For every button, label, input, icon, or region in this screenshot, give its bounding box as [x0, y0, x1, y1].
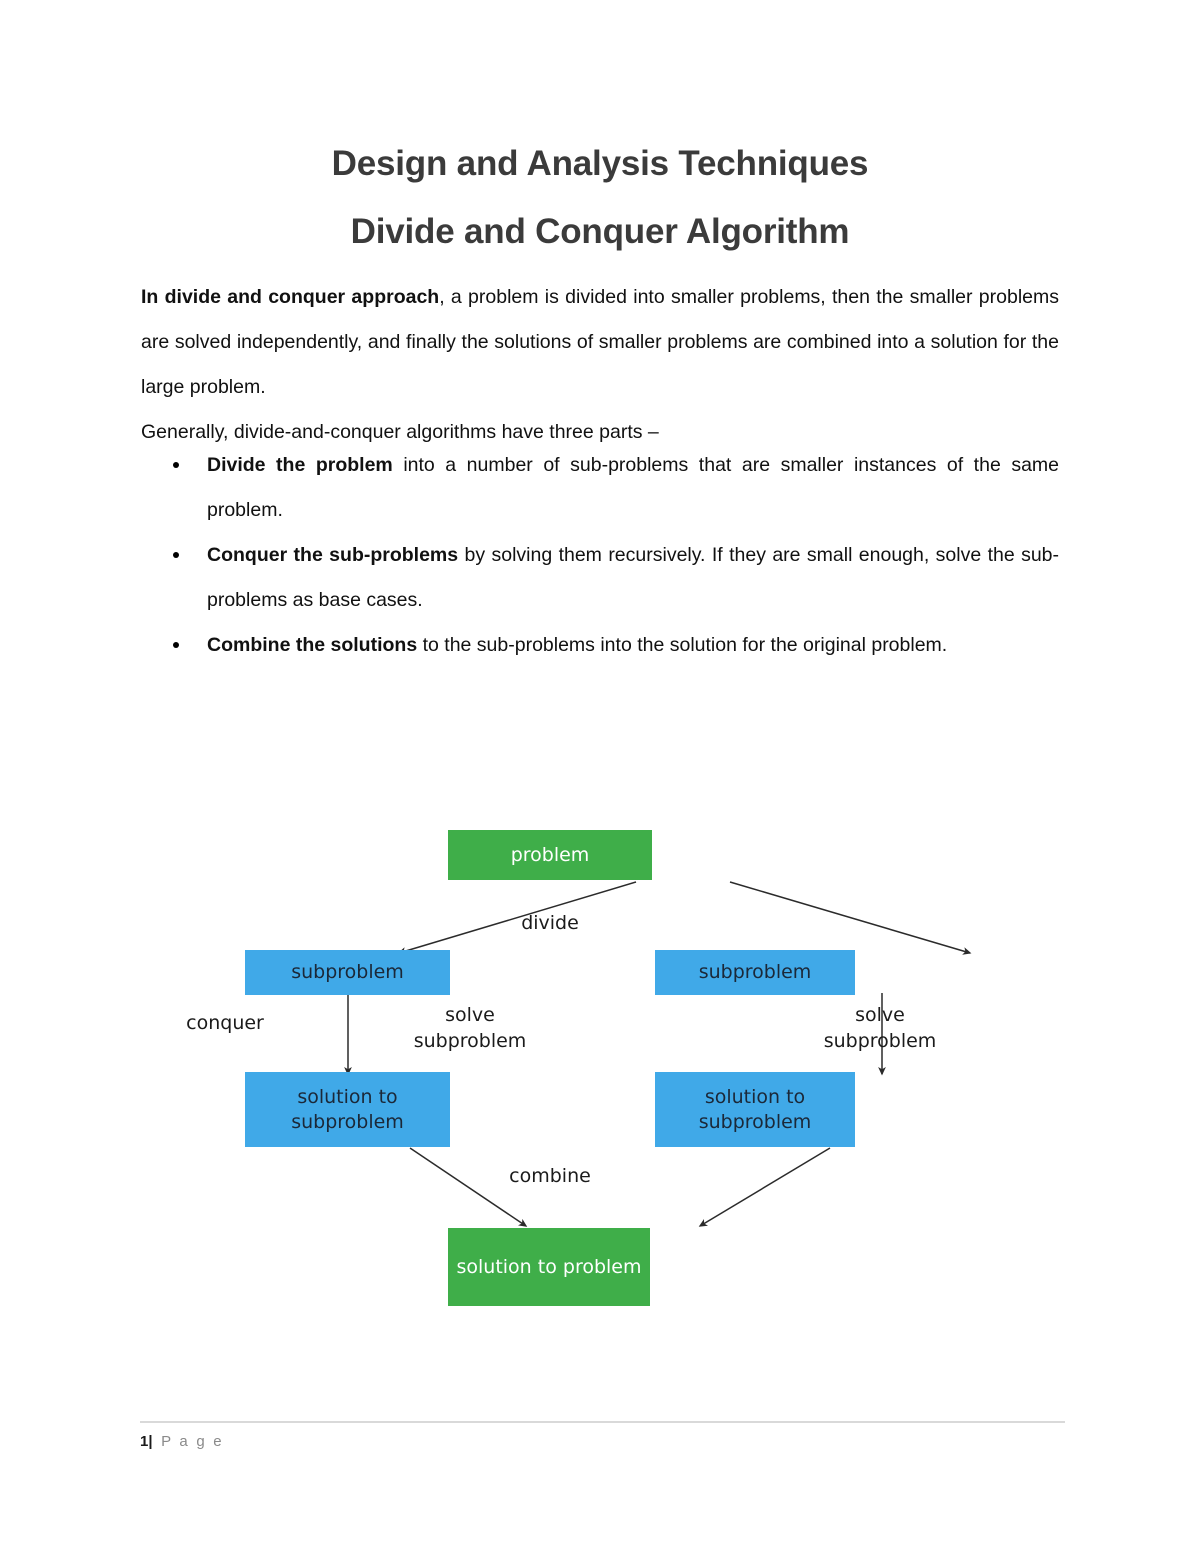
intro-paragraph: In divide and conquer approach, a proble… — [141, 275, 1059, 410]
list-item: Divide the problem into a number of sub-… — [141, 443, 1059, 533]
footer-page-indicator: 1| P a g e — [140, 1432, 224, 1452]
diagram-arrows — [344, 881, 972, 1227]
divide-and-conquer-diagram: problem subproblem subproblem solution t… — [130, 820, 1070, 1320]
list-item-text: Divide the problem into a number of sub-… — [207, 443, 1059, 533]
list-item-bold: Divide the problem — [207, 454, 393, 476]
generally-paragraph: Generally, divide-and-conquer algorithms… — [141, 421, 659, 443]
label-divide: divide — [521, 912, 579, 934]
footer-page-number: 1 — [140, 1433, 149, 1450]
node-solution-subproblem-right: solution to subproblem — [655, 1072, 855, 1147]
list-item-text: Combine the solutions to the sub-problem… — [207, 623, 1059, 668]
footer-page-word: P a g e — [161, 1433, 224, 1450]
footer-divider-glyph: | — [148, 1433, 155, 1450]
list-item: Combine the solutions to the sub-problem… — [141, 623, 1059, 668]
label-combine: combine — [509, 1165, 591, 1187]
node-subproblem-right: subproblem — [655, 950, 855, 995]
list-item-rest: by solving them recursively. If they are… — [207, 544, 1059, 611]
label-solve-subproblem-left: solve subproblem — [413, 1004, 527, 1052]
list-item-bold: Conquer the sub-problems — [207, 544, 459, 566]
three-parts-list: Divide the problem into a number of sub-… — [141, 443, 1059, 668]
list-item-text: Conquer the sub-problems by solving them… — [207, 533, 1059, 623]
bullet-dot-icon — [173, 642, 179, 648]
node-subproblem-left: subproblem — [245, 950, 450, 995]
footer-separator — [140, 1421, 1065, 1423]
label-solve-subproblem-right: solve subproblem — [823, 1004, 937, 1052]
label-conquer: conquer — [186, 1012, 264, 1034]
page-title: Design and Analysis Techniques — [331, 144, 869, 183]
list-item-rest: into a number of sub-problems that are s… — [207, 454, 1060, 521]
list-item: Conquer the sub-problems by solving them… — [141, 533, 1059, 623]
node-solution-subproblem-left: solution to subproblem — [245, 1072, 450, 1147]
list-item-bold: Combine the solutions — [207, 634, 418, 656]
page-subtitle: Divide and Conquer Algorithm — [350, 212, 850, 251]
intro-lead-bold: In divide and conquer approach — [141, 286, 440, 308]
intro-rest: , a problem is divided into smaller prob… — [141, 286, 1059, 398]
body-text-block: In divide and conquer approach, a proble… — [141, 275, 1059, 455]
node-problem: problem — [448, 830, 652, 880]
list-item-rest: to the sub-problems into the solution fo… — [417, 634, 948, 656]
node-solution-problem: solution to problem — [448, 1228, 650, 1306]
bullet-dot-icon — [173, 462, 179, 468]
bullet-dot-icon — [173, 552, 179, 558]
